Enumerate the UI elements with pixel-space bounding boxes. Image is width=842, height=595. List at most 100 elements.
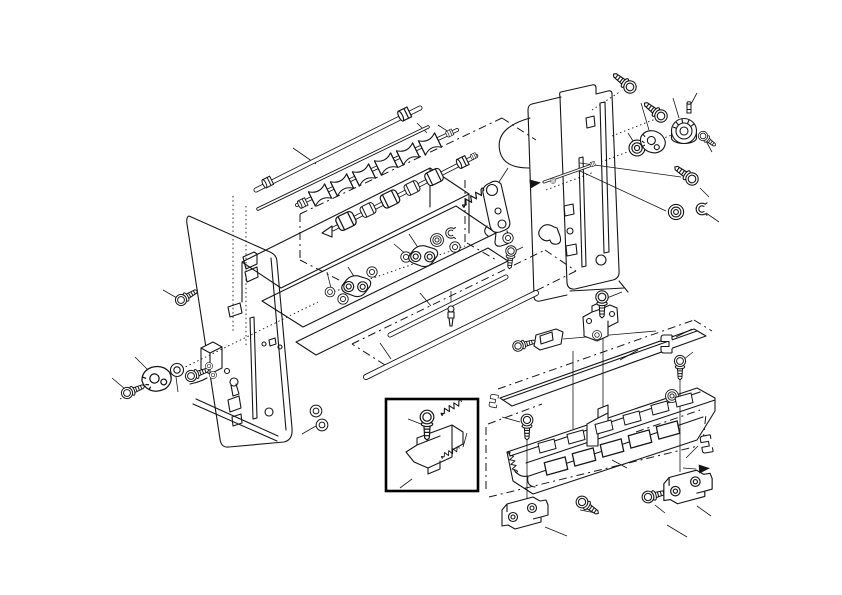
assembly-direction-arrow [529, 178, 542, 189]
feed-roller [351, 163, 377, 187]
left-plate-hole [223, 367, 231, 375]
leader [690, 92, 698, 105]
left-plate-curve-detail [189, 377, 208, 385]
leader [419, 292, 432, 307]
washer [592, 330, 602, 340]
sensor-screw [511, 335, 538, 353]
left-plate-hole-detail [261, 337, 283, 350]
paper-sensor-slot [539, 331, 554, 345]
leader [399, 478, 413, 489]
leader [326, 271, 332, 289]
leader [379, 342, 392, 360]
lever-screw [503, 244, 518, 270]
paper-guide-outline [261, 205, 497, 328]
leader [162, 289, 178, 299]
right-plate-left-wing [527, 96, 568, 302]
frame-screw [172, 285, 201, 309]
leader [666, 524, 688, 538]
coil-spring [438, 398, 464, 417]
right-plate-sq-cutout [565, 243, 578, 257]
phantom-outline [299, 259, 342, 282]
feed-roller [329, 173, 355, 197]
leader [672, 97, 680, 119]
retaining-clip [699, 434, 714, 454]
retaining-clip [488, 393, 499, 409]
e-ring [695, 202, 708, 216]
leader [699, 187, 710, 198]
washer [209, 371, 217, 379]
pan-head-screw [670, 161, 702, 189]
leader [407, 418, 422, 425]
shoulder-screw [573, 493, 603, 519]
left-plate-slot [249, 316, 258, 420]
left-plate-tab-cutout [244, 266, 259, 283]
leader [498, 167, 509, 183]
leader [562, 330, 657, 340]
phantom-outline [351, 343, 386, 366]
left-plate-rect-cutout [227, 395, 242, 413]
assembly-axis [591, 90, 622, 111]
washer [324, 286, 336, 298]
leader [544, 526, 568, 537]
leader [611, 459, 628, 469]
set-screw [696, 129, 719, 150]
phantom-outline [635, 409, 701, 433]
annotations-layer [384, 178, 711, 493]
washer [309, 404, 323, 418]
heart-cutout [538, 224, 562, 245]
assembly-direction-arrow [698, 463, 711, 474]
left-frame-plate-edge [270, 257, 287, 431]
feed-roller [307, 183, 333, 207]
leader [579, 170, 667, 212]
phantom-outline [544, 249, 577, 272]
leader [501, 416, 521, 423]
right-plate-boss-curve [498, 117, 531, 169]
corner-mount-bracket [501, 496, 549, 530]
washer [315, 418, 329, 432]
washer [502, 232, 514, 244]
release-lever-holes [485, 184, 507, 229]
washer [449, 241, 461, 253]
feed-roller [373, 152, 399, 176]
paper-sensor [533, 328, 564, 351]
rod-fitting [447, 305, 455, 327]
hinge-bracket-detail [585, 308, 616, 328]
keyhole-cutout [229, 377, 240, 397]
phantom-outline [497, 319, 695, 390]
flanged-bushing [430, 233, 444, 247]
detail-inset-box [384, 397, 480, 493]
left-frame-plate [186, 215, 293, 448]
axis-and-leader-lines-layer [111, 90, 720, 538]
right-frame-plate [559, 84, 620, 290]
pan-head-screw [609, 68, 640, 97]
chute-screw [520, 413, 534, 441]
left-frame-plate-lip [192, 398, 279, 442]
leader [579, 162, 682, 178]
leader [619, 349, 639, 361]
right-plate-lip [569, 280, 629, 293]
flanged-bushing [667, 203, 685, 221]
leader [462, 432, 468, 448]
sensor-actuator-shaft [256, 125, 430, 211]
feed-roller [395, 142, 421, 166]
leader [682, 467, 697, 470]
right-plate-sq-cutout [563, 203, 575, 217]
leader [640, 102, 650, 131]
washer [550, 178, 556, 184]
phantom-outline [466, 242, 499, 262]
washer [366, 266, 378, 278]
phantom-outline [299, 117, 503, 215]
right-plate-hole [595, 254, 607, 266]
leader [111, 377, 126, 390]
e-ring [445, 226, 456, 240]
pickup-shaft-tip [321, 225, 333, 238]
detail-parts-layer [321, 180, 619, 475]
right-plate-slot [578, 156, 587, 268]
washer [337, 293, 349, 305]
left-plate-hole [264, 407, 274, 417]
cam-gear [138, 362, 175, 396]
leader [675, 328, 693, 338]
guide-rod [363, 290, 539, 380]
pickup-roller-shaft [330, 153, 479, 232]
stud-screw [673, 354, 687, 381]
